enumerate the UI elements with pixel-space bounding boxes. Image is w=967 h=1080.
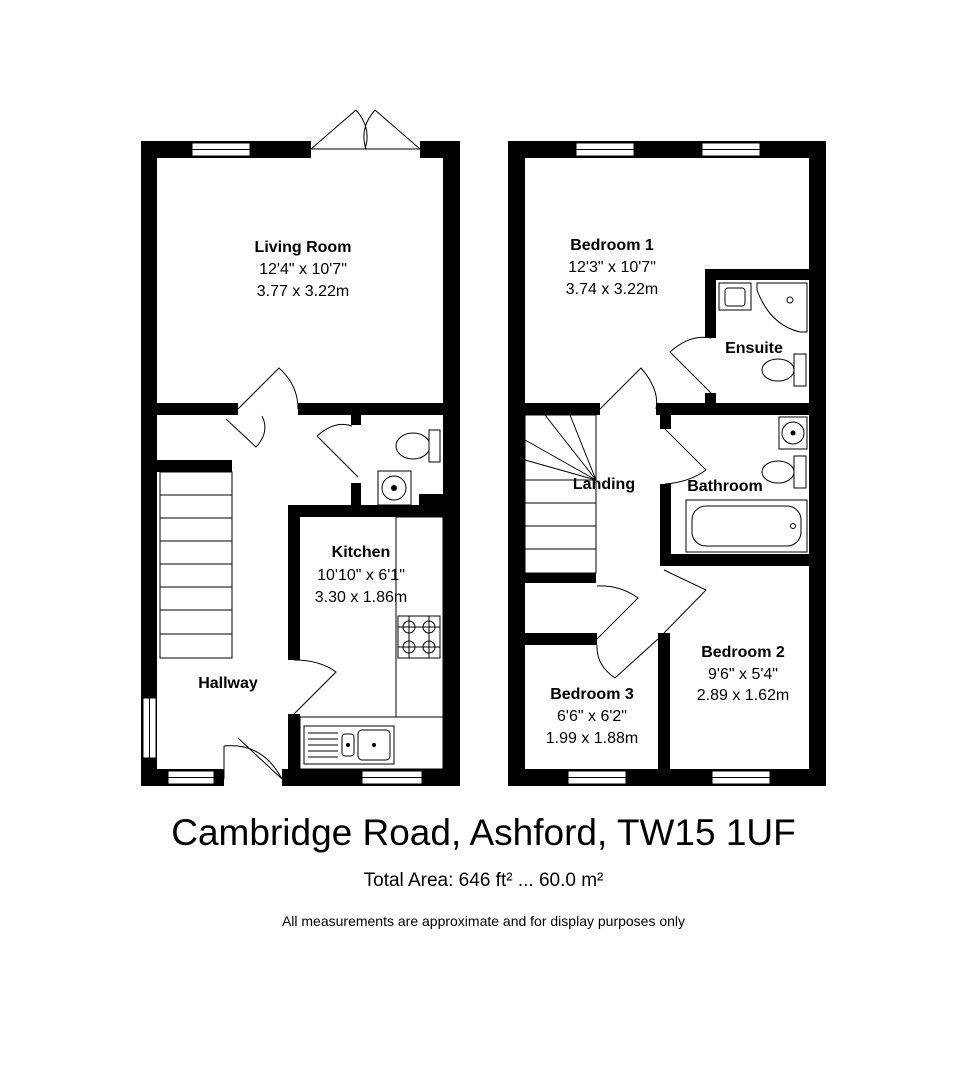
gf-wall-top-right [420,141,460,158]
ff-stair-wall-bottom [525,573,596,583]
bedroom1-metric: 3.74 x 3.22m [566,281,659,298]
wc-wall-lower [351,483,361,505]
french-doors [310,109,421,158]
bathroom-door [664,428,707,485]
living-room-wall-bottom-left [141,403,238,415]
ff-wall-left [508,141,525,786]
kitchen-name: Kitchen [332,544,391,561]
ensuite-wall-stub [705,393,716,405]
bedroom1-imperial: 12'3" x 10'7" [568,259,656,276]
bedroom3-wall-right [658,633,670,786]
ensuite-door [669,336,712,394]
wc-wall-bottom [419,494,460,506]
bedroom3-door [596,585,639,640]
ensuite-toilet-icon [761,353,807,387]
bathroom-basin-icon [778,416,808,450]
wc-toilet-icon [395,429,441,463]
ensuite-wall-left [705,269,716,338]
bedroom3-name: Bedroom 3 [550,686,634,703]
stairs [159,471,233,659]
bedroom3-door-swing [596,638,659,679]
living-room-metric: 3.77 x 3.22m [257,283,350,300]
kitchen-metric: 3.30 x 1.86m [315,589,408,606]
kitchen-imperial: 10'10" x 6'1" [317,567,405,584]
wc-wall-stub [351,415,361,425]
living-room-wall-bottom-right [298,403,460,415]
hall-door-upper [225,415,266,448]
kitchen-wall-left-lower [288,714,300,786]
bathroom-wall-bottom [660,554,826,566]
living-room-door [237,367,299,410]
first-floor-plan: Bedroom 1 12'3" x 10'7" 3.74 x 3.22m Ens… [508,141,826,786]
ensuite-name: Ensuite [725,340,783,357]
hallway-name: Hallway [198,675,258,692]
bathroom-name: Bathroom [687,478,763,495]
bedroom3-wall-top [508,633,597,645]
bathroom-wall-left-upper [660,403,671,429]
bedroom3-metric: 1.99 x 1.88m [546,730,639,747]
landing-stairs [524,414,597,574]
bedroom3-imperial: 6'6" x 6'2" [557,708,627,725]
ff-wall-mid-right [656,403,826,415]
stair-wall [157,460,232,472]
bathroom-wall-left-lower [660,484,671,566]
kitchen-door [293,659,337,715]
bedroom2-name: Bedroom 2 [701,644,785,661]
bath-icon [685,499,808,553]
sink-icon [303,725,395,765]
living-room-name: Living Room [255,239,352,256]
bedroom2-imperial: 9'6" x 5'4" [708,666,778,683]
ensuite-wall-top [705,269,826,280]
bedroom1-door [599,367,658,410]
gf-wall-left [141,141,157,786]
property-address: Cambridge Road, Ashford, TW15 1UF [171,812,796,853]
ensuite-basin-icon [718,282,752,311]
ff-wall-right [809,141,826,786]
floor-plan: Living Room 12'4" x 10'7" 3.77 x 3.22m K… [141,109,826,786]
ground-floor-plan: Living Room 12'4" x 10'7" 3.77 x 3.22m K… [141,109,460,786]
wc-door [316,423,359,478]
bathroom-toilet-icon [761,455,807,489]
worktop-bottom [299,716,444,770]
bedroom2-metric: 2.89 x 1.62m [697,687,790,704]
front-door [223,737,283,786]
ff-wall-mid-left [508,403,600,415]
shower-icon [756,282,808,333]
disclaimer: All measurements are approximate and for… [281,913,686,929]
gf-wall-right [443,141,460,786]
hob-icon [397,615,441,659]
living-room-imperial: 12'4" x 10'7" [259,261,347,278]
bedroom2-door [663,569,707,634]
bedroom1-name: Bedroom 1 [570,237,654,254]
landing-name: Landing [573,476,635,493]
total-area: Total Area: 646 ft² ... 60.0 m² [363,870,604,891]
wc-basin-icon [377,470,412,506]
kitchen-wall-top [288,505,460,517]
ff-wall-top [508,141,826,158]
kitchen-wall-left-upper [288,505,300,660]
